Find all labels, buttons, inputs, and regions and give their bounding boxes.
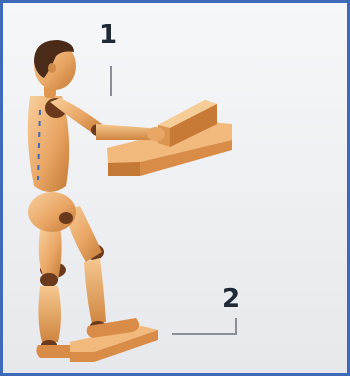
callout-label-2: 2 <box>222 286 240 312</box>
callout-label-1: 1 <box>99 22 117 48</box>
